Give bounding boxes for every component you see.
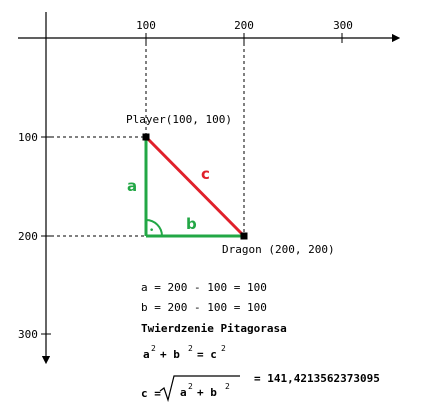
calc-a: a = 200 - 100 = 100 [141,281,267,294]
y-tick-label-200: 200 [18,230,38,243]
pyth-b-sup: 2 [188,344,193,353]
x-tick-label-200: 200 [234,19,254,32]
pyth-a: a [143,348,150,361]
player-point [142,133,150,141]
sqrt-b: + b [197,386,217,399]
side-c-line [144,135,246,238]
sqrt-b-sup: 2 [225,382,230,391]
pyth-c-sup: 2 [221,344,226,353]
dragon-point [240,232,248,240]
sqrt-a-sup: 2 [188,382,193,391]
y-tick-label-300: 300 [18,328,38,341]
x-tick-label-100: 100 [136,19,156,32]
dragon-label: Dragon (200, 200) [222,243,335,256]
sqrt-result: = 141,4213562373095 [254,372,380,385]
pyth-b: + b [160,348,180,361]
side-c-label: c [201,165,210,183]
pyth-a-sup: 2 [151,344,156,353]
side-a-label: a [127,177,137,195]
sqrt-equation: c = a 2 + b 2 = 141,4213562373095 [141,372,380,403]
pythagoras-equation: a 2 + b 2 = c 2 [143,344,226,361]
sqrt-a: a [180,386,187,399]
y-tick-label-100: 100 [18,131,38,144]
side-b-label: b [186,215,197,233]
right-angle-arc [145,219,163,237]
pyth-c: = c [197,348,217,361]
sqrt-sign [159,375,240,403]
x-tick-label-300: 300 [333,19,353,32]
player-label: Player(100, 100) [126,113,232,126]
right-angle-dot: • [149,226,154,236]
theorem-title: Twierdzenie Pitagorasa [141,322,287,335]
calc-b: b = 200 - 100 = 100 [141,301,267,314]
sqrt-prefix: c = [141,387,161,400]
